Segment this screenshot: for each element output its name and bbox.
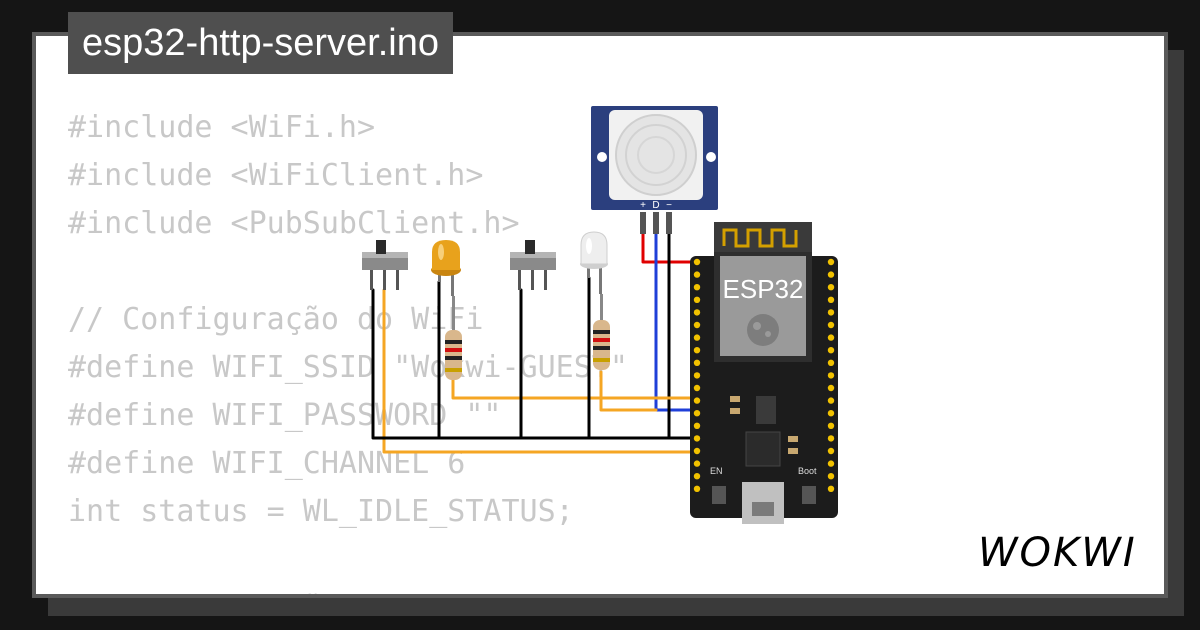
wire-orange-white-led	[599, 370, 658, 412]
header-pin	[827, 359, 835, 366]
header-pin	[693, 460, 701, 467]
header-pin	[827, 460, 835, 467]
wire-red	[641, 231, 699, 264]
code-line: #include <PubSubClient.h>	[68, 206, 520, 241]
header-pin	[827, 347, 835, 354]
header-pin	[693, 410, 701, 417]
header-pin	[693, 485, 701, 492]
header-pin	[693, 334, 701, 341]
wire-orange-top	[451, 376, 699, 400]
code-line: #include <WiFi.h>	[68, 110, 376, 145]
header-pin	[827, 410, 835, 417]
header-pin	[827, 485, 835, 492]
header-pin	[827, 284, 835, 291]
wires	[371, 231, 699, 454]
en-label: EN	[710, 466, 723, 476]
resistor-icon[interactable]	[593, 294, 610, 370]
boot-label: Boot	[798, 466, 817, 476]
header-pin	[827, 372, 835, 379]
header-pin	[693, 359, 701, 366]
header-pin	[827, 296, 835, 303]
pir-sensor-icon[interactable]: + D −	[591, 106, 718, 234]
pir-pin-d: D	[652, 200, 659, 211]
header-pin	[693, 384, 701, 392]
header-pin	[827, 473, 835, 480]
header-pin	[827, 309, 835, 316]
header-pin	[827, 321, 835, 329]
slide-switch-icon[interactable]	[510, 240, 556, 290]
led-icon[interactable]	[580, 231, 608, 294]
code-line: // Configuração do MQTT	[68, 584, 628, 594]
header-pin	[827, 271, 835, 278]
code-line: // Configuração do WiFi	[68, 302, 484, 337]
header-pin	[827, 334, 835, 341]
header-pin	[827, 422, 835, 429]
code-line: int status = WL_IDLE_STATUS;	[68, 494, 574, 529]
header-pin	[693, 473, 701, 480]
header-pin	[827, 435, 835, 442]
wokwi-logo-text: WOKWI	[978, 530, 1137, 576]
header-pin	[693, 284, 701, 291]
header-pin	[827, 384, 835, 392]
header-pin	[693, 271, 701, 278]
esp32-board-icon[interactable]: ESP32 EN Boot	[690, 222, 838, 524]
header-pin	[827, 447, 835, 455]
header-pin	[693, 422, 701, 429]
header-pin	[693, 347, 701, 354]
header-pin	[693, 447, 701, 455]
pir-pin-minus: −	[666, 200, 672, 211]
resistor-icon[interactable]	[445, 296, 462, 380]
slide-switch-icon[interactable]	[362, 240, 408, 290]
esp32-label: ESP32	[723, 274, 804, 304]
header-pin	[693, 435, 701, 442]
code-preview: #include <WiFi.h> #include <WiFiClient.h>…	[68, 104, 628, 594]
header-pin	[693, 372, 701, 379]
code-line: #include <WiFiClient.h>	[68, 158, 484, 193]
code-line: #define WIFI_PASSWORD ""	[68, 398, 502, 433]
wire-black-gnd	[371, 288, 699, 440]
pir-pin-plus: +	[640, 200, 646, 211]
header-pin	[827, 258, 835, 266]
wokwi-logo-icon: WOKWI	[978, 530, 1137, 576]
pin-header-right	[827, 258, 835, 492]
header-pin	[693, 258, 701, 266]
header-pin	[693, 321, 701, 329]
pin-header-left	[693, 258, 701, 492]
header-pin	[693, 397, 701, 404]
header-pin	[693, 309, 701, 316]
project-filename-label: esp32-http-server.ino	[68, 12, 453, 74]
wire-orange-bottom	[382, 288, 699, 454]
header-pin	[693, 296, 701, 303]
led-icon[interactable]	[431, 240, 461, 296]
header-pin	[827, 397, 835, 404]
